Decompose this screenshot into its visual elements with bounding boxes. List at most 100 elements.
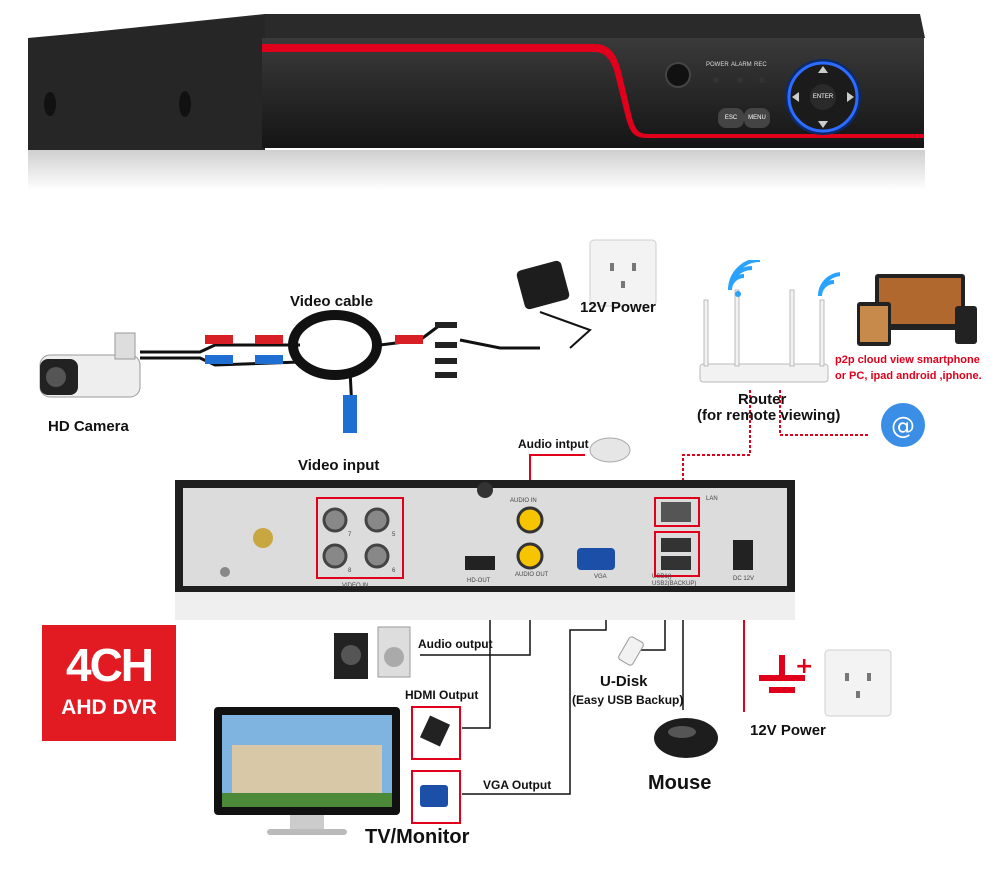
hdmi-output-line: [462, 575, 491, 729]
splitter-plug: [435, 322, 457, 328]
audio-input-label: Audio intput: [518, 437, 589, 451]
battery-minus-plate: [769, 687, 795, 693]
p2p-line-1: p2p cloud view smartphone: [835, 354, 980, 366]
blue-connector: [205, 355, 233, 364]
ground-screw: [220, 567, 230, 577]
vga-port-label: VGA: [594, 574, 607, 580]
internet-icon: @: [881, 403, 925, 447]
usb1-port[interactable]: [661, 538, 691, 552]
router-label: Router: [738, 391, 787, 408]
mouse-illustration: [654, 718, 718, 758]
mouse: [654, 718, 718, 758]
menu-button[interactable]: [744, 108, 770, 128]
adapter-cable: [539, 311, 592, 349]
esc-button[interactable]: [718, 108, 744, 128]
splitter-plug: [435, 358, 457, 364]
vga-output-label: VGA Output: [483, 778, 552, 792]
router-antenna: [789, 289, 795, 367]
lan-highlight: [654, 497, 700, 527]
bnc-port[interactable]: [322, 507, 348, 533]
router-antenna: [703, 299, 709, 367]
vga-plug: [420, 785, 448, 807]
dpad-left-icon[interactable]: [792, 92, 799, 102]
hdmi-plug: [419, 715, 451, 747]
alarm-indicator-label: ALARM: [731, 62, 752, 68]
ir-sensor: [665, 62, 691, 88]
badge-channels: 4CH: [65, 639, 154, 691]
bnc-port[interactable]: [322, 543, 348, 569]
dc-power-port[interactable]: [733, 540, 753, 570]
enter-button[interactable]: [810, 84, 836, 110]
usb2-port-label: USB2(BACKUP): [652, 581, 697, 587]
usb-highlight: [654, 531, 700, 577]
video-input-label: Video input: [298, 457, 380, 474]
udisk-label: U-Disk: [600, 673, 648, 690]
globe-icon: [881, 403, 925, 447]
plus-icon: +: [795, 654, 813, 679]
menu-label: MENU: [748, 115, 766, 121]
dvr-reflection: [28, 150, 925, 190]
phone-device: [955, 306, 977, 344]
power-led: [713, 77, 719, 83]
back-panel-screw: [477, 482, 493, 498]
battery-lead: [779, 655, 785, 675]
video-cable-label: Video cable: [290, 293, 374, 310]
channel-number: 8: [348, 568, 352, 574]
tv-screen-house: [232, 745, 382, 800]
camera-lens: [46, 367, 66, 387]
router-body: [699, 363, 829, 383]
side-vent-right: [179, 91, 191, 117]
speaker-cone: [341, 645, 361, 665]
blue-bnc-connector: [343, 395, 357, 433]
outlet-slot: [845, 673, 849, 681]
dpad-up-icon[interactable]: [818, 66, 828, 73]
hdmi-port[interactable]: [465, 556, 495, 570]
usb2-port[interactable]: [661, 556, 691, 570]
vga-port[interactable]: [577, 548, 615, 570]
channel-number: 7: [348, 532, 352, 538]
microphone-illustration: [589, 437, 631, 463]
hdmi-output-label: HDMI Output: [405, 688, 479, 702]
monitor-screen: [879, 278, 961, 324]
product-badge: 4CH AHD DVR: [42, 625, 176, 741]
microphone: [589, 437, 631, 463]
tv-stand-base: [267, 829, 347, 835]
power-adapter-illustration: [516, 239, 657, 310]
bnc-port[interactable]: [364, 543, 390, 569]
hd-camera-illustration: [39, 332, 141, 398]
dpad-down-icon[interactable]: [818, 121, 828, 128]
red-connector: [255, 335, 283, 344]
router-internet-line: [779, 390, 870, 436]
dvr-front-illustration: [28, 14, 925, 190]
dc-port-label: DC 12V: [733, 576, 755, 582]
audio-out-port[interactable]: [516, 542, 544, 570]
audio-out-port-label: AUDIO OUT: [515, 572, 549, 578]
channel-number: 6: [392, 568, 396, 574]
power-indicator-label: POWER: [706, 62, 729, 68]
dpad-right-icon[interactable]: [847, 92, 854, 102]
wifi-dot: [735, 291, 741, 297]
wall-outlet: [824, 649, 892, 717]
audio-output-label: Audio output: [418, 637, 493, 651]
audio-in-port[interactable]: [516, 506, 544, 534]
power-splitter-cable: [459, 338, 540, 350]
camera-cable: [140, 343, 300, 354]
red-connector: [205, 335, 233, 344]
side-vent-left: [44, 92, 56, 116]
splitter-plug: [435, 372, 457, 378]
router-antenna: [734, 289, 740, 367]
router-illustration: [699, 260, 840, 383]
cable-connectors: [205, 310, 457, 433]
mouse-label: Mouse: [648, 772, 712, 794]
cable-coil: [288, 310, 382, 380]
enter-label: ENTER: [812, 94, 834, 100]
splitter-plug: [435, 342, 457, 348]
tablet-screen: [860, 306, 888, 342]
bnc-port[interactable]: [364, 507, 390, 533]
p2p-line-2: or PC, ipad android ,iphone.: [835, 370, 982, 382]
dc-power-illustration: +: [759, 649, 892, 717]
wifi-icon: [728, 260, 761, 291]
ground-sticker: [253, 528, 273, 548]
lan-port[interactable]: [661, 502, 691, 522]
udisk-sub-label: (Easy USB Backup): [572, 693, 684, 707]
